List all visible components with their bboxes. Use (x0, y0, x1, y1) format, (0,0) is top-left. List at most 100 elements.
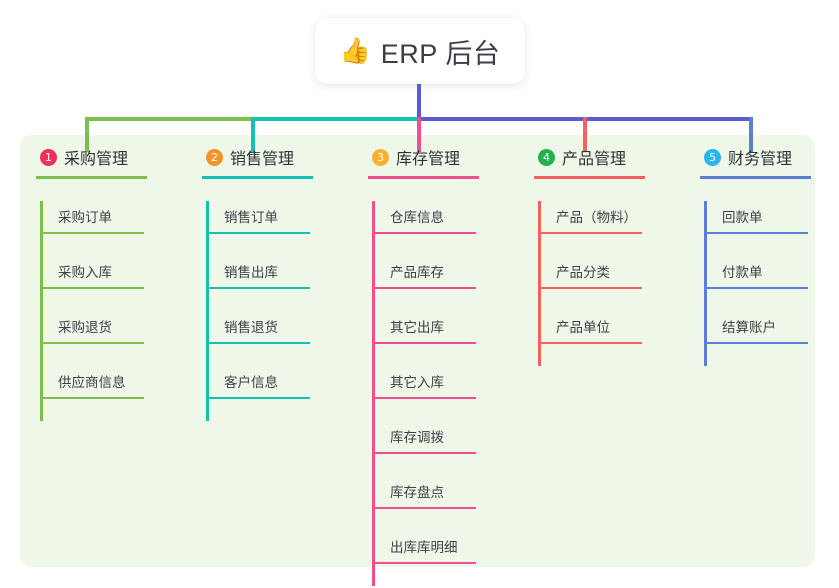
branch-item-underline (372, 397, 476, 399)
branch-header-5[interactable]: 5 财务管理 (700, 146, 839, 168)
branch-item[interactable]: 仓库信息 (368, 179, 538, 234)
branch-item-underline (538, 342, 642, 344)
branch-item-label: 付款单 (722, 265, 763, 280)
root-node-title: ERP 后台 (380, 38, 501, 69)
drop-connector-1 (85, 117, 89, 152)
branch-item[interactable]: 其它出库 (368, 289, 538, 344)
branch-title: 财务管理 (728, 151, 793, 168)
branch-header-3[interactable]: 3 库存管理 (368, 146, 538, 168)
branch-item-underline (206, 232, 310, 234)
branch-item-label: 库存调拨 (390, 430, 444, 445)
drop-connector-3 (417, 117, 421, 152)
branch-item-underline (372, 342, 476, 344)
branch-column-3: 3 库存管理仓库信息产品库存其它出库其它入库库存调拨库存盘点出库库明细 (368, 146, 538, 586)
branch-item[interactable]: 回款单 (700, 179, 839, 234)
branch-item-underline (538, 287, 642, 289)
diagram-panel (20, 135, 815, 567)
branch-item[interactable]: 销售订单 (202, 179, 372, 234)
drop-connector-5 (749, 117, 753, 152)
branch-header-4[interactable]: 4 产品管理 (534, 146, 704, 168)
branch-item[interactable]: 采购退货 (36, 289, 206, 344)
branch-item-list: 采购订单采购入库采购退货供应商信息 (36, 179, 206, 399)
branch-item[interactable]: 销售出库 (202, 234, 372, 289)
branch-item[interactable]: 供应商信息 (36, 344, 206, 399)
branch-item[interactable]: 库存盘点 (368, 454, 538, 509)
branch-item-list: 回款单付款单结算账户 (700, 179, 839, 344)
branch-item-label: 销售退货 (224, 320, 278, 335)
drop-connector-4 (583, 117, 587, 152)
branch-item-label: 其它出库 (390, 320, 444, 335)
branch-item-label: 采购入库 (58, 265, 112, 280)
branch-item[interactable]: 出库库明细 (368, 509, 538, 564)
branch-item-underline (704, 342, 808, 344)
branch-item[interactable]: 销售退货 (202, 289, 372, 344)
branch-item[interactable]: 库存调拨 (368, 399, 538, 454)
branch-item[interactable]: 产品单位 (534, 289, 704, 344)
branch-item-underline (40, 397, 144, 399)
bus-connector-middle (253, 117, 419, 121)
root-stem-connector (417, 84, 421, 120)
branch-item-label: 其它入库 (390, 375, 444, 390)
branch-item-underline (372, 232, 476, 234)
branch-item-label: 出库库明细 (390, 540, 458, 555)
branch-number-badge: 3 (372, 148, 389, 166)
branch-item-label: 供应商信息 (58, 375, 126, 390)
branch-trunk-connector (704, 201, 707, 366)
branch-item-underline (206, 287, 310, 289)
branch-item-underline (206, 397, 310, 399)
branch-item-underline (704, 232, 808, 234)
branch-title: 产品管理 (562, 151, 627, 168)
branch-header-underline (36, 176, 147, 179)
branch-header-2[interactable]: 2 销售管理 (202, 146, 372, 168)
branch-header-1[interactable]: 1 采购管理 (36, 146, 206, 168)
branch-item-underline (40, 342, 144, 344)
branch-item-label: 产品（物料） (556, 210, 637, 225)
branch-item-label: 销售订单 (224, 210, 278, 225)
branch-item-underline (40, 287, 144, 289)
branch-trunk-connector (372, 201, 375, 586)
branch-number-badge: 2 (206, 148, 223, 166)
bus-connector-left (85, 117, 255, 121)
branch-item[interactable]: 产品（物料） (534, 179, 704, 234)
branch-item[interactable]: 产品库存 (368, 234, 538, 289)
branch-item[interactable]: 其它入库 (368, 344, 538, 399)
branch-item-label: 销售出库 (224, 265, 278, 280)
branch-item-underline (538, 232, 642, 234)
branch-item-list: 仓库信息产品库存其它出库其它入库库存调拨库存盘点出库库明细 (368, 179, 538, 564)
branch-item-underline (372, 507, 476, 509)
branch-item-label: 产品库存 (390, 265, 444, 280)
branch-item-list: 销售订单销售出库销售退货客户信息 (202, 179, 372, 399)
branch-title: 采购管理 (64, 151, 129, 168)
branch-column-1: 1 采购管理采购订单采购入库采购退货供应商信息 (36, 146, 206, 421)
branch-item-underline (206, 342, 310, 344)
branch-item[interactable]: 客户信息 (202, 344, 372, 399)
branch-item-underline (40, 232, 144, 234)
branch-trunk-connector (538, 201, 541, 366)
branch-item[interactable]: 采购入库 (36, 234, 206, 289)
branch-item[interactable]: 结算账户 (700, 289, 839, 344)
branch-column-2: 2 销售管理销售订单销售出库销售退货客户信息 (202, 146, 372, 421)
branch-column-4: 4 产品管理产品（物料） 产品分类产品单位 (534, 146, 704, 366)
branch-item[interactable]: 采购订单 (36, 179, 206, 234)
branch-item-label: 客户信息 (224, 375, 278, 390)
branch-item-underline (372, 562, 476, 564)
branch-item-label: 结算账户 (722, 320, 776, 335)
branch-item-underline (704, 287, 808, 289)
branch-trunk-connector (40, 201, 43, 421)
branch-number-badge: 4 (538, 148, 555, 166)
root-node-card[interactable]: 👍 ERP 后台 (315, 18, 525, 84)
branch-item-list: 产品（物料） 产品分类产品单位 (534, 179, 704, 344)
branch-item-label: 采购退货 (58, 320, 112, 335)
branch-item[interactable]: 产品分类 (534, 234, 704, 289)
branch-number-badge: 1 (40, 148, 57, 166)
branch-title: 库存管理 (396, 151, 461, 168)
thumbs-up-icon: 👍 (339, 36, 371, 65)
branch-header-underline (700, 176, 811, 179)
branch-item[interactable]: 付款单 (700, 234, 839, 289)
branch-header-underline (202, 176, 313, 179)
branch-number-badge: 5 (704, 148, 721, 166)
branch-item-underline (372, 452, 476, 454)
drop-connector-2 (251, 117, 255, 152)
branch-item-underline (372, 287, 476, 289)
branch-title: 销售管理 (230, 151, 295, 168)
